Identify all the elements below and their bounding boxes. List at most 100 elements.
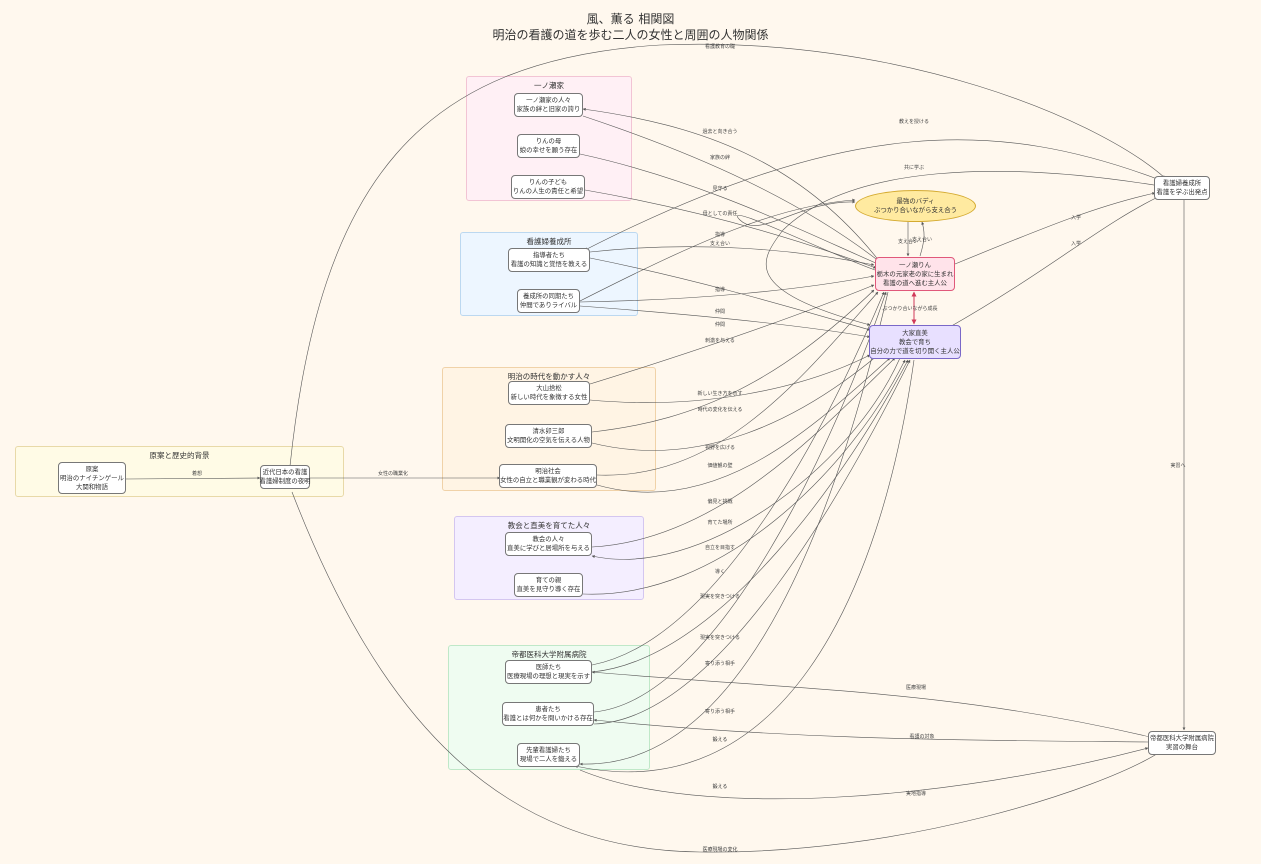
node-text-line: りんの人生の責任と希望	[512, 187, 584, 195]
node-rin[interactable]: 一ノ瀬りん栃木の元家老の家に生まれ看護の道へ進む主人公	[875, 257, 955, 291]
edge-label: 実地指導	[906, 790, 926, 797]
edge-label: 医療現場の変化	[702, 846, 737, 853]
edge-label: 看護の対象	[909, 733, 934, 740]
edge-label: 刺激を与える	[705, 337, 735, 344]
node-text-line: 明治社会	[535, 467, 561, 475]
node-shimizu[interactable]: 清水卯三郎文明開化の空気を伝える人物	[505, 424, 592, 448]
node-text-line: ぶつかり合いながら支え合う	[873, 206, 958, 214]
node-senpai[interactable]: 先輩看護婦たち現場で二人を鍛える	[517, 743, 580, 767]
edge-label: 新しい生き方を示す	[697, 390, 742, 397]
edge-label: 導く	[715, 568, 725, 575]
group-label: 帝都医科大学附属病院	[511, 650, 587, 659]
node-gensaku[interactable]: 原案明治のナイチンゲール大関和物語	[58, 462, 126, 494]
edge-path	[589, 284, 875, 385]
node-buddy[interactable]: 最強のバディぶつかり合いながら支え合う	[855, 190, 976, 222]
node-text-line: 一ノ瀬家の人々	[526, 96, 571, 104]
edge-path	[577, 198, 856, 303]
node-text-line: 自分の力で道を切り開く主人公	[870, 346, 960, 355]
edge-label: 支え合い	[912, 236, 932, 243]
edge-label: 家族の絆	[710, 154, 730, 161]
edge-label: 女性の職業化	[378, 470, 408, 477]
edge-label: 入学	[1071, 240, 1081, 247]
edge-path	[591, 670, 1151, 738]
edge-label: 支え合い	[898, 238, 918, 245]
node-kanja[interactable]: 患者たち看護とは何かを問いかける存在	[502, 702, 594, 726]
edge-path	[579, 747, 1149, 800]
node-shidousha[interactable]: 指導者たち看護の知識と覚悟を教える	[508, 248, 590, 272]
edge-label: 着想	[192, 470, 202, 477]
node-rin-child[interactable]: りんの子どもりんの人生の責任と希望	[511, 175, 585, 199]
edge-path	[579, 291, 889, 766]
node-text-line: 大山捨松	[536, 384, 562, 392]
node-ichinose-family[interactable]: 一ノ瀬家の人々家族の絆と旧家の誇り	[514, 93, 583, 117]
node-text-line: 文明開化の空気を伝える人物	[507, 436, 590, 444]
node-text-line: 教会の人々	[532, 535, 565, 543]
node-text-line: 女性の自立と職業観が変わる時代	[500, 476, 596, 484]
node-meiji-shakai[interactable]: 明治社会女性の自立と職業観が変わる時代	[499, 464, 597, 488]
node-text-line: 直美に学びと居場所を与える	[507, 544, 590, 552]
edge-label: 看護教育の礎	[705, 43, 735, 50]
node-text-line: 医師たち	[535, 663, 562, 671]
node-church-people[interactable]: 教会の人々直美に学びと居場所を与える	[505, 532, 592, 556]
edge-path	[591, 289, 875, 433]
edge-path	[579, 275, 875, 303]
group-label: 看護婦養成所	[526, 237, 572, 246]
edge-label: ぶつかり合いながら成長	[882, 305, 937, 312]
edge-label: 教えを授ける	[899, 118, 929, 125]
node-ishi[interactable]: 医師たち医療現場の理想と現実を示す	[505, 660, 592, 684]
group-label: 一ノ瀬家	[534, 81, 564, 90]
node-text-line: 患者たち	[535, 705, 561, 713]
edge-path	[589, 257, 871, 331]
edge-path	[589, 246, 875, 266]
group-label: 教会と直美を育てた人々	[507, 521, 591, 530]
node-text-line: 先輩看護婦たち	[526, 746, 571, 754]
edge-path	[291, 491, 1161, 853]
group-label: 明治の時代を動かす人々	[507, 372, 591, 381]
edge-label: 寄り添う相手	[705, 660, 735, 667]
node-text-line: 近代日本の看護	[262, 468, 308, 476]
node-doki[interactable]: 養成所の同期たち仲間でありライバル	[517, 289, 580, 313]
edge-path	[596, 291, 879, 476]
node-text-line: 娘の幸せを願う存在	[519, 146, 578, 154]
edge-path	[582, 115, 881, 263]
node-text-line: 大関和物語	[76, 482, 108, 491]
node-oyama[interactable]: 大山捨松新しい時代を象徴する女性	[508, 381, 590, 405]
node-text-line: 現場で二人を鍛える	[519, 755, 578, 763]
edge-path	[289, 43, 1166, 467]
node-text-line: りんの母	[535, 137, 562, 145]
edge-path	[593, 359, 911, 725]
edge-label: 医療現場	[906, 684, 926, 691]
edge-path	[589, 354, 871, 403]
edge-path	[737, 200, 876, 271]
node-naomi[interactable]: 大家直美教会で育ち自分の力で道を切り開く主人公	[869, 325, 961, 359]
node-text-line: 看護の道へ進む主人公	[883, 278, 947, 287]
node-rin-mother[interactable]: りんの母娘の幸せを願う存在	[517, 134, 580, 158]
node-yoseijo[interactable]: 看護婦養成所看護を学ぶ出発点	[1154, 176, 1210, 200]
edge-path	[596, 357, 891, 493]
edge-labels: 看護教育の礎 着想 女性の職業化 過去と向き合う 家族の絆 見守る 母としての責…	[192, 43, 1186, 853]
edge-path	[584, 189, 877, 269]
edge-path	[591, 291, 885, 666]
edge-path	[591, 357, 901, 560]
node-teito-hospital[interactable]: 帝都医科大学附属病院実習の舞台	[1148, 731, 1216, 755]
node-sodate-oya[interactable]: 育ての親直美を見守り導く存在	[514, 573, 583, 597]
edge-label: 現実を突きつける	[700, 593, 740, 600]
edge-path	[954, 192, 1156, 265]
edge-path	[947, 195, 1161, 329]
node-text-line: りんの子ども	[528, 178, 568, 186]
edge-label: 鍛える	[713, 736, 728, 743]
edge-path	[584, 139, 1161, 251]
node-text-line: 大家直美	[902, 328, 928, 337]
edge-path	[593, 291, 887, 713]
edge-label: 自立を目指す	[705, 544, 735, 551]
node-text-line: 原案	[85, 464, 99, 473]
edge-path	[591, 354, 879, 451]
node-kindai[interactable]: 近代日本の看護看護婦制度の夜明	[259, 465, 311, 489]
edge-label: 育てた場所	[707, 519, 732, 526]
node-text-line: 新しい時代を象徴する女性	[510, 393, 588, 401]
node-text-line: 指導者たち	[533, 251, 565, 259]
node-text-line: 仲間でありライバル	[519, 301, 578, 309]
edge-label: 共に学ぶ	[904, 164, 924, 171]
